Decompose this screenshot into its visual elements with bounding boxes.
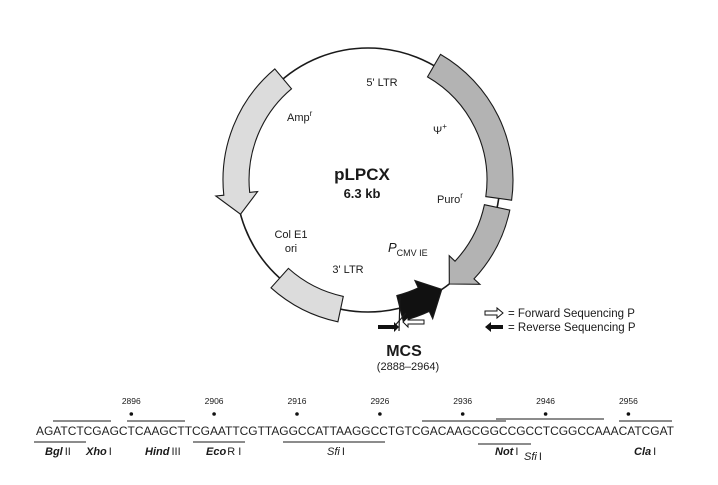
amp-label: Ampr: [287, 109, 313, 124]
position-label-2896: 2896: [122, 396, 141, 406]
psi-label: Ψ+: [433, 122, 447, 137]
legend-reverse-text: = Reverse Sequencing P: [508, 322, 636, 334]
site-eco-label: EcoR I: [206, 446, 241, 458]
forward-primer-arrow: [402, 315, 425, 329]
plasmid-name: pLPCX: [334, 165, 390, 184]
cole1-label: Col E1: [274, 229, 307, 241]
position-dot-2896: [129, 412, 134, 416]
puro-label: Puror: [437, 191, 463, 206]
sequence-positions: 2896 2906 2916 2926 2936 2946 2956: [122, 396, 638, 416]
position-label-2956: 2956: [619, 396, 638, 406]
ori-label: ori: [285, 243, 297, 255]
site-overlines: [53, 418, 672, 422]
plasmid-size: 6.3 kb: [344, 186, 381, 201]
position-dot-2926: [378, 412, 382, 416]
mcs-range: (2888–2964): [377, 361, 439, 373]
ltr3-label: 3' LTR: [332, 264, 363, 276]
mcs-label: MCS: [386, 343, 422, 360]
pcmv-label: PCMV IE: [388, 240, 428, 258]
position-dot-2936: [460, 412, 465, 416]
ltr3-arc: [270, 267, 344, 323]
legend-forward-text: = Forward Sequencing P: [508, 308, 635, 320]
legend-forward-arrow: [484, 306, 504, 320]
reverse-primer-arrow: [378, 322, 399, 332]
position-dot-2906: [212, 412, 216, 416]
position-dot-2946: [543, 412, 548, 416]
pcmv-arc: [396, 279, 443, 322]
puro-arc: [448, 204, 511, 285]
ltr5-label: 5' LTR: [366, 77, 397, 89]
position-label-2946: 2946: [536, 396, 555, 406]
position-label-2916: 2916: [288, 396, 307, 406]
legend-reverse-arrow: [485, 322, 503, 332]
position-label-2926: 2926: [370, 396, 389, 406]
mcs-sequence: AGATCTCGAGCTCAAGCTTCGAATTCGTTAGGCCATTAAG…: [36, 426, 674, 438]
position-dot-2956: [626, 412, 631, 416]
amp-arc: [214, 68, 293, 215]
position-dot-2916: [295, 412, 299, 416]
position-label-2936: 2936: [453, 396, 472, 406]
site-underlines: [34, 441, 531, 445]
position-label-2906: 2906: [205, 396, 224, 406]
mcs-marker-line: [398, 295, 401, 332]
psi-puro-arc: [426, 53, 514, 201]
feature-arcs: [214, 53, 514, 323]
